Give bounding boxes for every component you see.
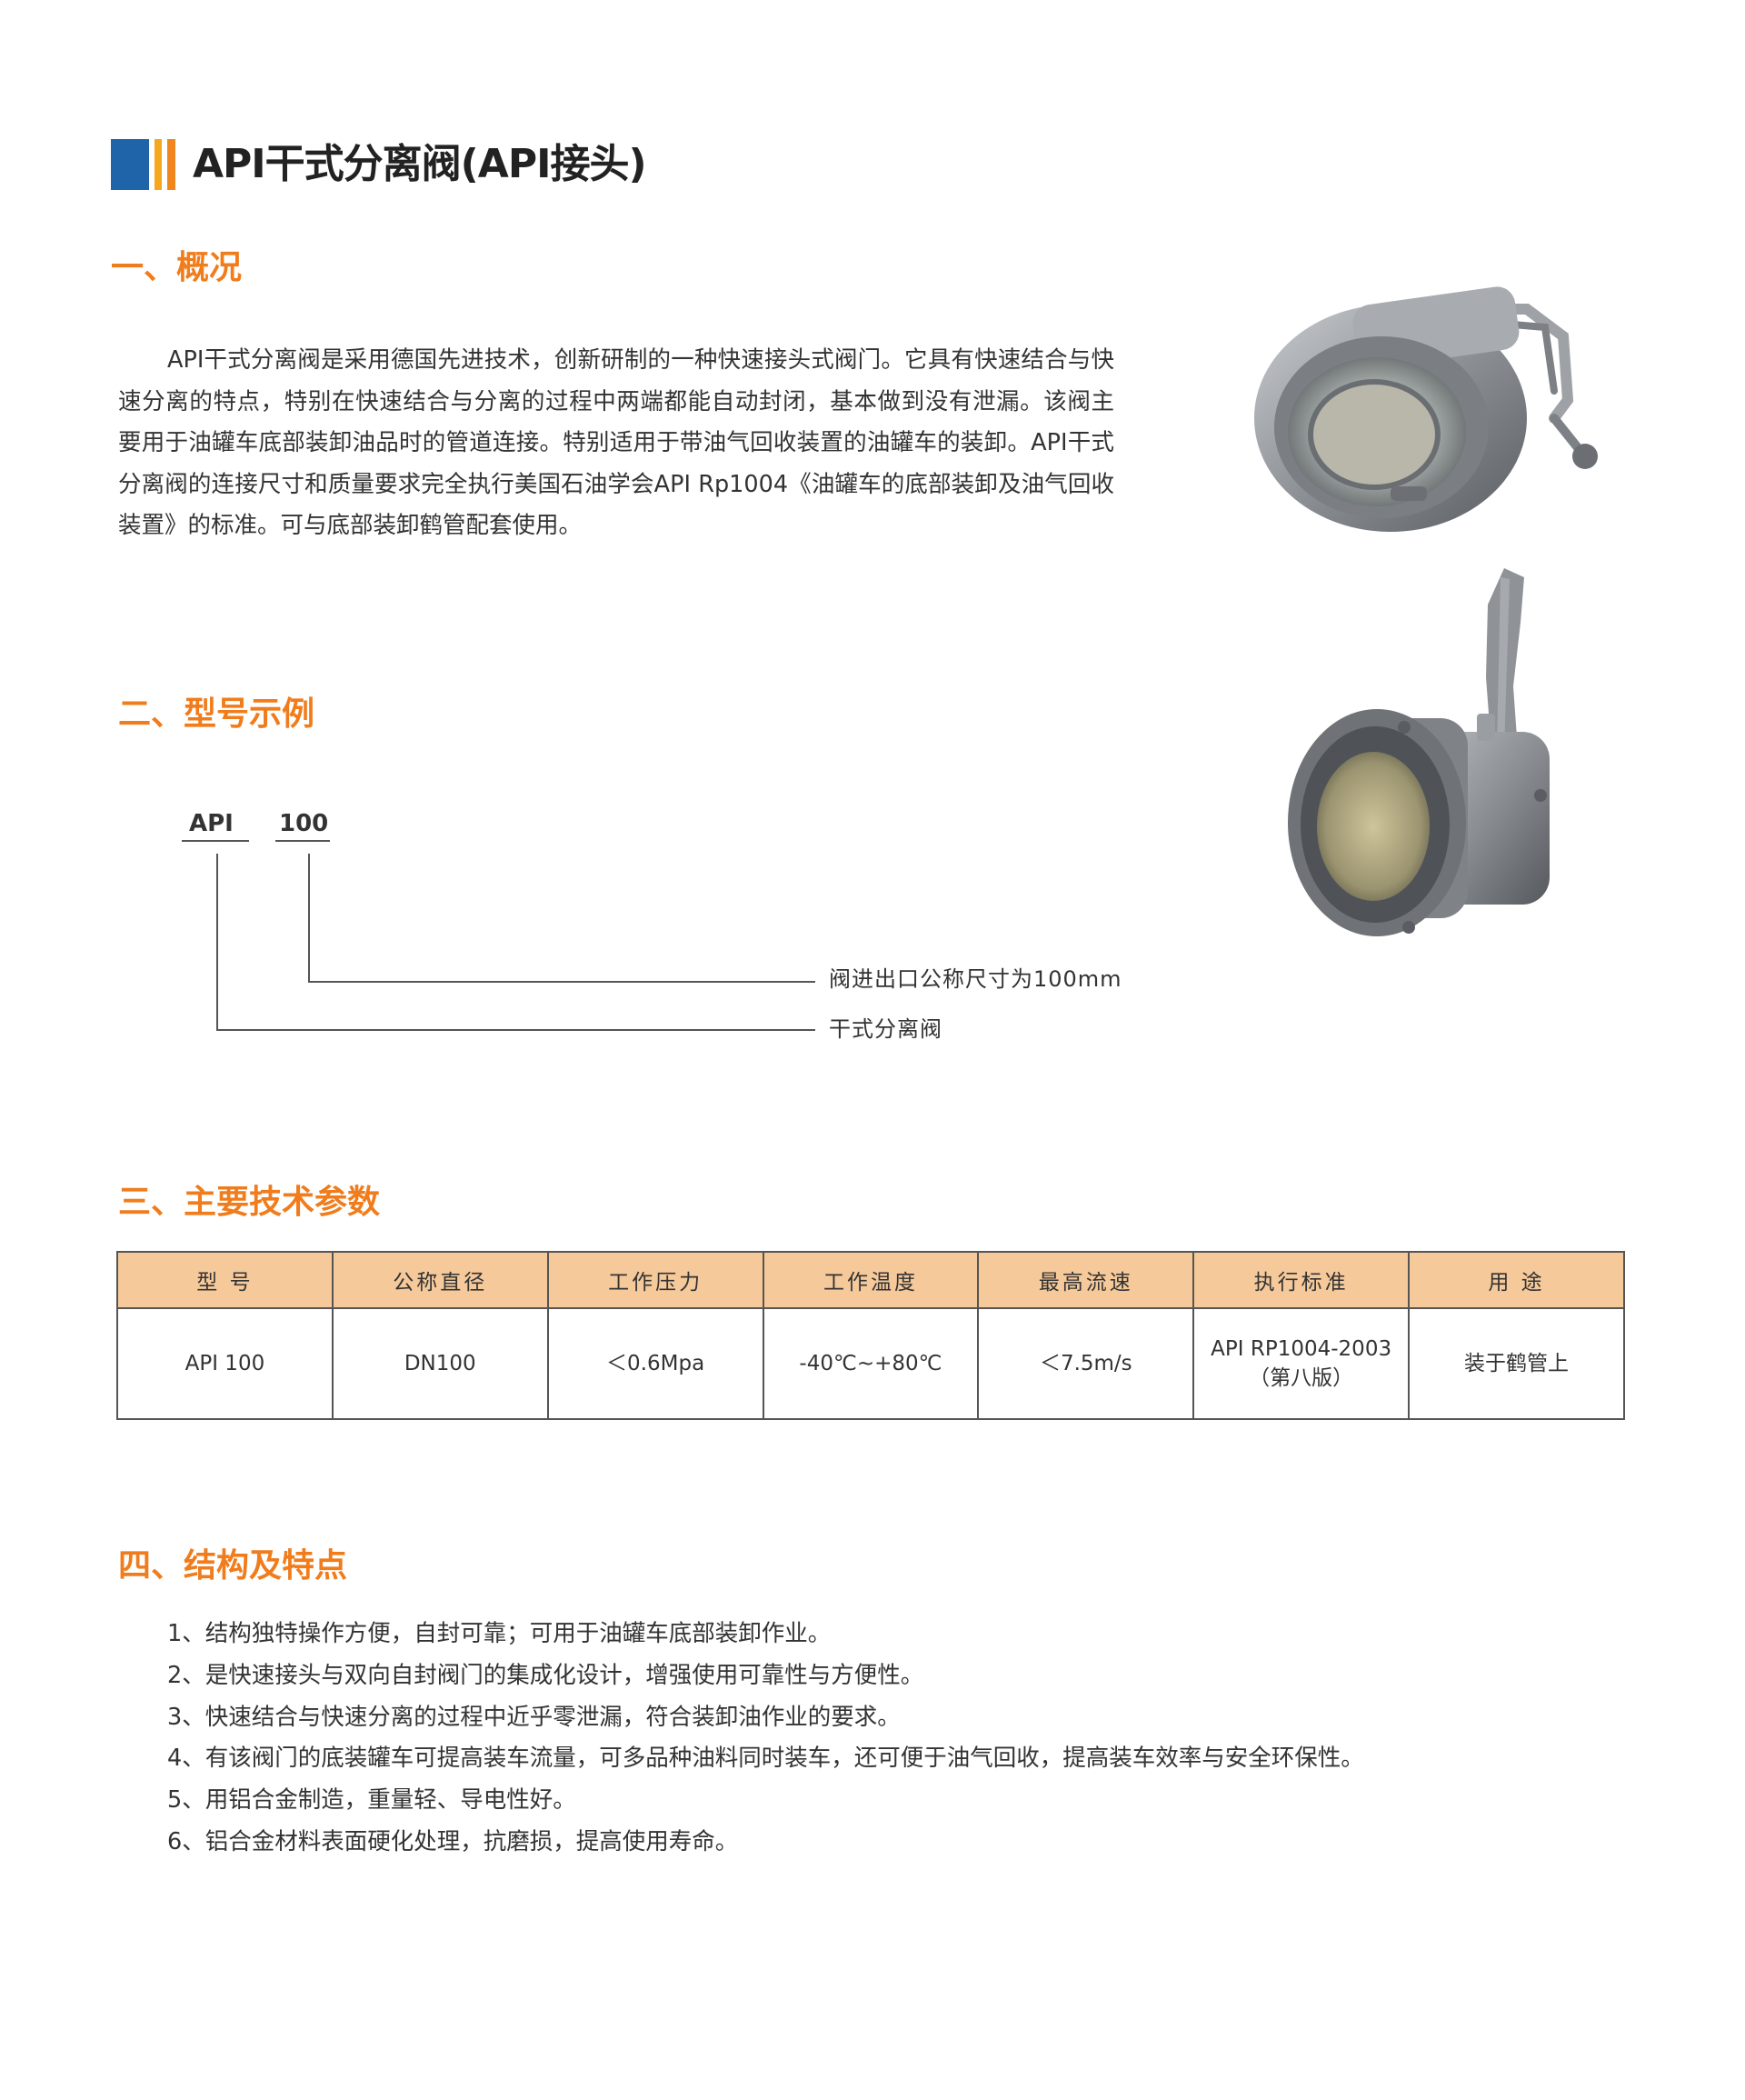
section-heading-specs: 三、主要技术参数 [118, 1184, 381, 1221]
section-heading-features: 四、结构及特点 [118, 1547, 348, 1585]
spec-table-header-row: 型 号 公称直径 工作压力 工作温度 最高流速 执行标准 用 途 [116, 1251, 1625, 1309]
section-heading-model-example: 二、型号示例 [118, 695, 315, 733]
list-item: 6、铝合金材料表面硬化处理，抗磨损，提高使用寿命。 [167, 1827, 739, 1855]
cell-velocity: ＜7.5m/s [977, 1307, 1195, 1420]
title-logo-mark [111, 139, 176, 190]
underline-size [275, 840, 330, 842]
product-image-coupler [1254, 286, 1598, 532]
features-list: 1、结构独特操作方便，自封可靠；可用于油罐车底部装卸作业。 2、是快速接头与双向… [167, 1614, 1364, 1864]
cell-standard-line1: API RP1004-2003 [1211, 1337, 1392, 1361]
overview-text: API干式分离阀是采用德国先进技术，创新研制的一种快速接头式阀门。它具有快速结合… [118, 346, 1114, 540]
col-header-diameter: 公称直径 [331, 1251, 549, 1309]
list-item: 1、结构独特操作方便，自封可靠；可用于油罐车底部装卸作业。 [167, 1620, 832, 1647]
underline-api [182, 840, 249, 842]
cell-diameter: DN100 [331, 1307, 549, 1420]
cell-pressure: ＜0.6Mpa [546, 1307, 764, 1420]
cell-usage: 装于鹤管上 [1408, 1307, 1625, 1420]
table-row: API 100 DN100 ＜0.6Mpa -40℃~+80℃ ＜7.5m/s … [116, 1307, 1625, 1420]
col-header-pressure: 工作压力 [546, 1251, 764, 1309]
col-header-velocity: 最高流速 [977, 1251, 1195, 1309]
overview-paragraph: API干式分离阀是采用德国先进技术，创新研制的一种快速接头式阀门。它具有快速结合… [118, 340, 1114, 547]
list-item: 3、快速结合与快速分离的过程中近乎零泄漏，符合装卸油作业的要求。 [167, 1703, 901, 1731]
model-code-api: API [189, 810, 234, 837]
col-header-standard: 执行标准 [1192, 1251, 1411, 1309]
model-note-type: 干式分离阀 [829, 1016, 942, 1042]
model-note-size: 阀进出口公称尺寸为100mm [829, 966, 1122, 992]
page-title: API干式分离阀(API接头) [193, 141, 647, 187]
section-heading-overview: 一、概况 [111, 249, 243, 286]
leader-api-horizontal [216, 1029, 815, 1031]
cell-temperature: -40℃~+80℃ [762, 1307, 980, 1420]
spec-table: 型 号 公称直径 工作压力 工作温度 最高流速 执行标准 用 途 API 100… [116, 1251, 1625, 1420]
leader-size-vertical [308, 854, 310, 982]
cell-standard: API RP1004-2003 （第八版） [1192, 1307, 1411, 1420]
model-code-size: 100 [279, 810, 329, 837]
list-item: 2、是快速接头与双向自封阀门的集成化设计，增强使用可靠性与方便性。 [167, 1661, 924, 1689]
product-image-valve-lever [1288, 568, 1550, 936]
list-item: 4、有该阀门的底装罐车可提高装车流量，可多品种油料同时装车，还可便于油气回收，提… [167, 1745, 1364, 1773]
col-header-temperature: 工作温度 [762, 1251, 980, 1309]
leader-api-vertical [216, 854, 218, 1030]
col-header-model: 型 号 [116, 1251, 334, 1309]
cell-standard-line2: （第八版） [1249, 1366, 1354, 1390]
list-item: 5、用铝合金制造，重量轻、导电性好。 [167, 1786, 576, 1815]
cell-model: API 100 [116, 1307, 334, 1420]
leader-size-horizontal [308, 981, 815, 983]
col-header-usage: 用 途 [1408, 1251, 1625, 1309]
